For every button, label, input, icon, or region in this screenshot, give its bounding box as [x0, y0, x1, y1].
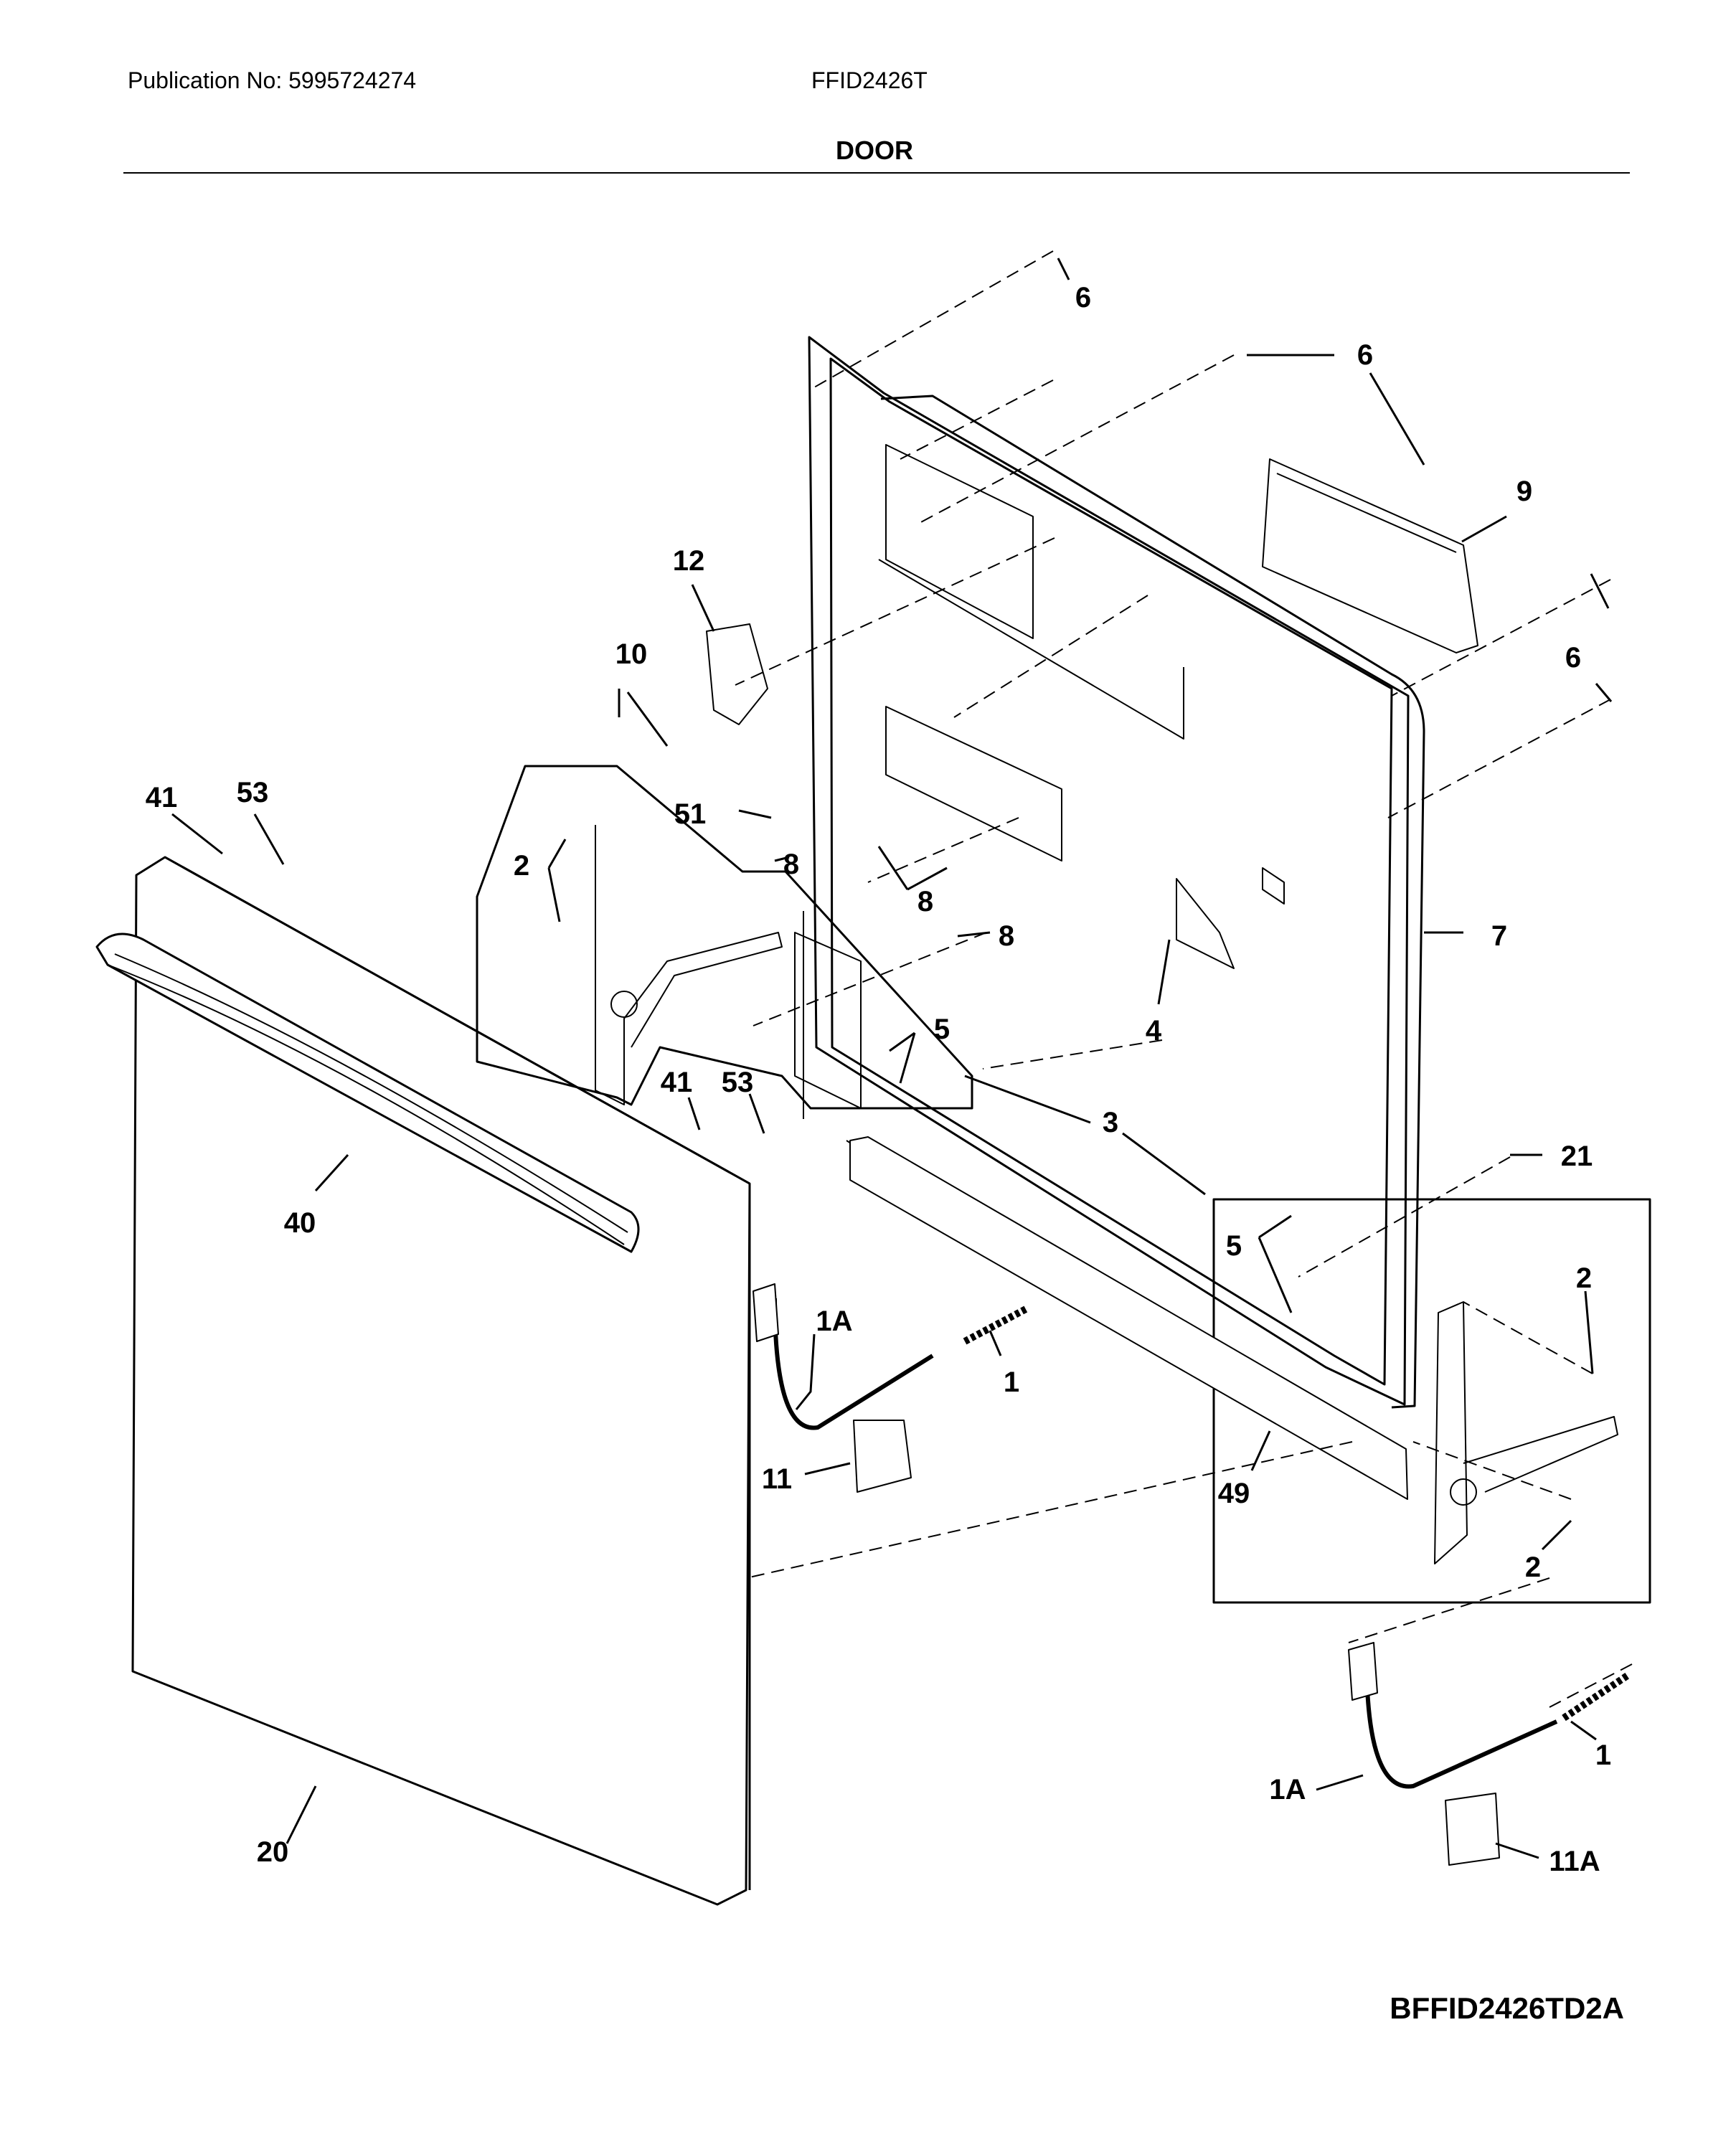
callout-2: 2 [514, 850, 529, 882]
callout-1: 1 [1004, 1366, 1019, 1398]
callout-20: 20 [257, 1836, 289, 1868]
door-springs [963, 1306, 1631, 1722]
cable-brackets [753, 1283, 1500, 1866]
callout-53: 53 [722, 1067, 754, 1098]
callout-1A: 1A [816, 1306, 852, 1337]
callout-6: 6 [1075, 282, 1091, 313]
callout-10: 10 [615, 638, 648, 670]
model-number: FFID2426T [811, 67, 928, 93]
left-hinge-box [476, 765, 973, 1110]
control-panel-part [1262, 458, 1478, 653]
section-title: DOOR [836, 136, 913, 165]
door-handle [95, 933, 640, 1253]
callout-9: 9 [1516, 476, 1532, 507]
right-hinge-arm [1434, 1301, 1618, 1564]
diagram-code: BFFID2426TD2A [1390, 1991, 1624, 2025]
door-latch-part [706, 623, 768, 725]
callout-2: 2 [1525, 1552, 1541, 1583]
right-hinge-box [1212, 1198, 1651, 1604]
header-rule [123, 172, 1630, 174]
callout-41: 41 [661, 1067, 693, 1098]
publication-number: Publication No: 5995724274 [128, 67, 417, 93]
callout-49: 49 [1218, 1478, 1250, 1509]
callout-5: 5 [934, 1014, 950, 1045]
callout-3: 3 [1103, 1107, 1118, 1138]
callout-6: 6 [1565, 642, 1581, 674]
trim-strip [849, 1136, 1408, 1500]
outer-door-panel [131, 856, 751, 1906]
callout-12: 12 [673, 545, 705, 577]
callout-2: 2 [1576, 1262, 1592, 1294]
inner-door-panel [803, 336, 1425, 1464]
callout-6: 6 [1357, 339, 1373, 371]
callout-4: 4 [1146, 1015, 1162, 1047]
callout-leaders [171, 258, 1613, 1859]
callout-41: 41 [146, 782, 178, 813]
callout-1A: 1A [1269, 1774, 1306, 1805]
callout-21: 21 [1561, 1141, 1593, 1172]
callout-labels: 6 6 6 9 12 10 41 53 51 2 8 8 8 7 5 4 41 … [146, 282, 1611, 1877]
assembly-lines [735, 250, 1633, 1708]
callout-51: 51 [674, 798, 707, 830]
callout-5: 5 [1226, 1230, 1242, 1262]
callout-40: 40 [284, 1207, 316, 1239]
callout-7: 7 [1491, 920, 1507, 952]
callout-11: 11 [762, 1463, 792, 1495]
callout-8: 8 [999, 920, 1014, 952]
left-hinge-arm [595, 825, 862, 1109]
callout-11A: 11A [1549, 1846, 1600, 1877]
callout-1: 1 [1595, 1739, 1611, 1771]
callout-8: 8 [783, 849, 799, 880]
callout-53: 53 [237, 777, 269, 808]
door-cables [773, 1298, 1558, 1789]
callout-8: 8 [917, 886, 933, 917]
